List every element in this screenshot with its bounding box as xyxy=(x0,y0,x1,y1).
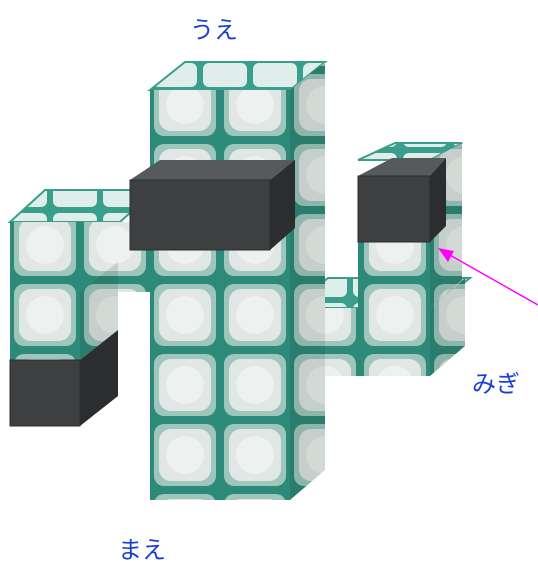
left-arm xyxy=(7,189,158,427)
label-right: みぎ xyxy=(472,370,520,398)
right-arm xyxy=(287,142,473,376)
central-tower xyxy=(129,61,328,500)
label-front: まえ xyxy=(118,536,166,564)
dark-stone-block-center xyxy=(129,160,295,251)
dark-stone-block-right xyxy=(357,158,446,243)
label-top: うえ xyxy=(190,16,238,44)
pointer-arrow-icon xyxy=(438,248,538,306)
dark-stone-block-left xyxy=(9,330,118,427)
